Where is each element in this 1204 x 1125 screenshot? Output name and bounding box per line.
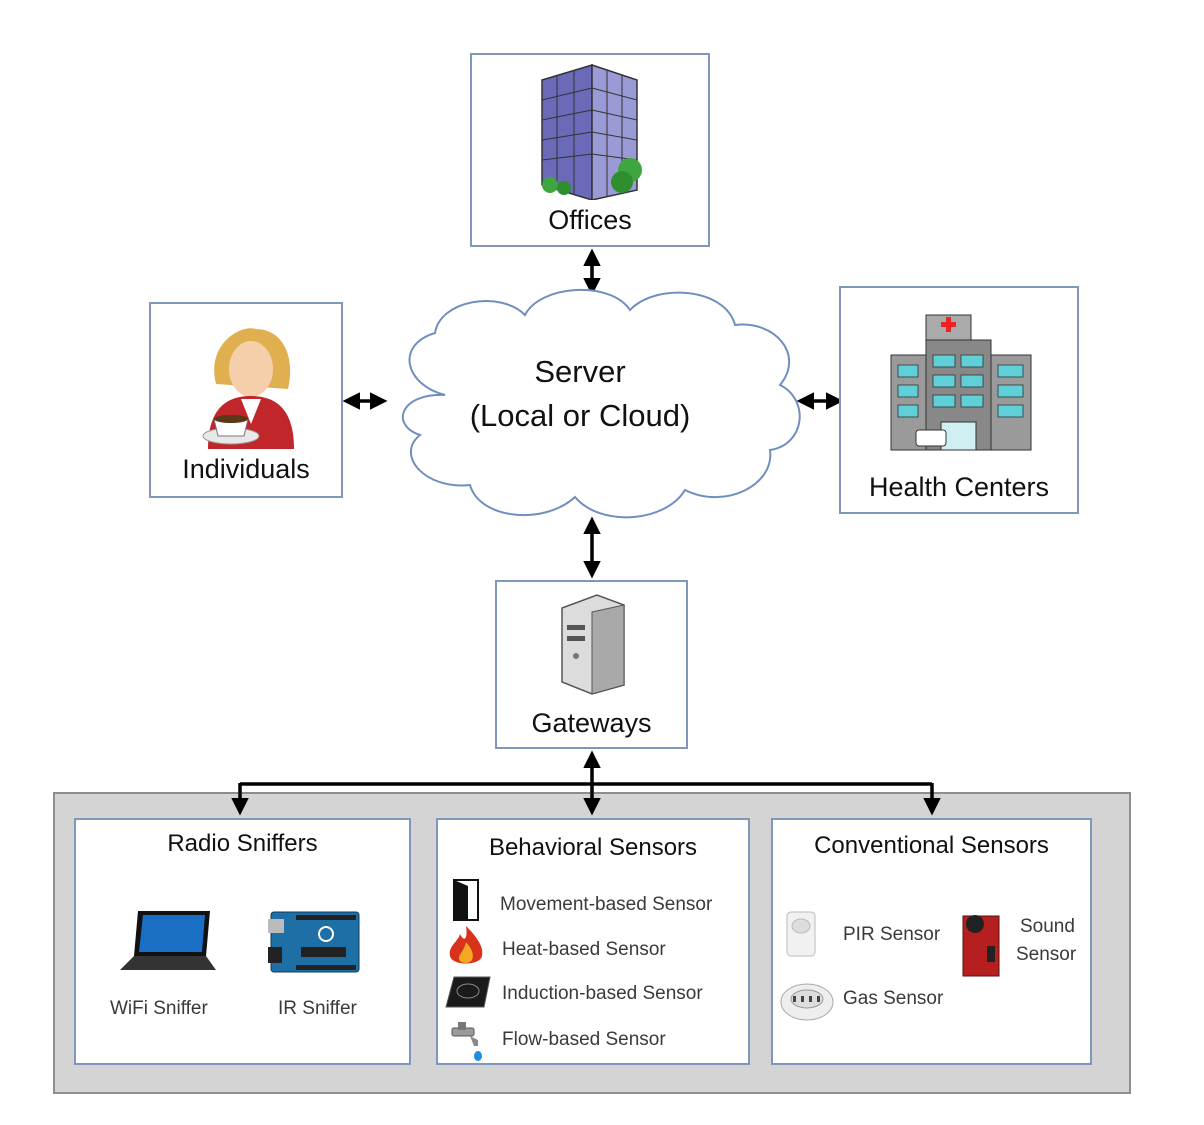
gas-detector-icon	[780, 983, 834, 1021]
individuals-node: Individuals	[149, 302, 343, 498]
laptop-icon	[120, 911, 216, 970]
offices-node: Offices	[470, 53, 710, 247]
induction-cooktop-icon	[445, 976, 491, 1008]
flow-sensor-label: Flow-based Sensor	[502, 1029, 666, 1050]
heat-sensor-label: Heat-based Sensor	[502, 939, 666, 960]
faucet-icon	[451, 1022, 482, 1061]
induction-sensor-label: Induction-based Sensor	[502, 983, 703, 1004]
office-building-icon	[541, 63, 642, 200]
sound-sensor-icon	[962, 915, 1000, 977]
behavioral-sensors-group: Behavioral Sensors Movement-based Sensor…	[436, 818, 750, 1065]
conventional-sensors-title: Conventional Sensors	[814, 832, 1049, 859]
pir-sensor-label: PIR Sensor	[843, 924, 941, 945]
cloud-shape	[401, 289, 801, 519]
radio-sniffers-title: Radio Sniffers	[167, 830, 318, 857]
pir-sensor-icon	[786, 911, 816, 957]
conventional-sensors-group: Conventional Sensors PIR Sensor Sound Se…	[771, 818, 1092, 1065]
server-tower-icon	[561, 594, 625, 695]
sound-sensor-label-line2: Sensor	[1016, 944, 1077, 965]
health-centers-node: Health Centers	[839, 286, 1079, 514]
sound-sensor-label-line1: Sound	[1020, 916, 1075, 937]
arduino-board-icon	[268, 911, 360, 973]
movement-sensor-label: Movement-based Sensor	[500, 894, 713, 915]
offices-label: Offices	[548, 205, 632, 235]
health-centers-label: Health Centers	[868, 472, 1050, 502]
hospital-icon	[890, 314, 1032, 451]
server-title: Server	[534, 354, 626, 389]
door-icon	[453, 879, 479, 921]
gas-sensor-label: Gas Sensor	[843, 988, 944, 1009]
server-label: Server (Local or Cloud)	[420, 350, 740, 438]
gateways-label: Gateways	[531, 708, 652, 738]
individuals-label: Individuals	[182, 454, 310, 484]
ir-sniffer-label: IR Sniffer	[278, 998, 357, 1019]
wifi-sniffer-label: WiFi Sniffer	[110, 998, 208, 1019]
behavioral-sensors-title: Behavioral Sensors	[488, 834, 698, 861]
radio-sniffers-group: Radio Sniffers WiFi Sniffer IR Sniffer	[74, 818, 411, 1065]
gateways-node: Gateways	[495, 580, 688, 749]
flame-icon	[449, 926, 483, 964]
server-subtitle: (Local or Cloud)	[469, 398, 691, 433]
person-icon	[202, 328, 294, 449]
